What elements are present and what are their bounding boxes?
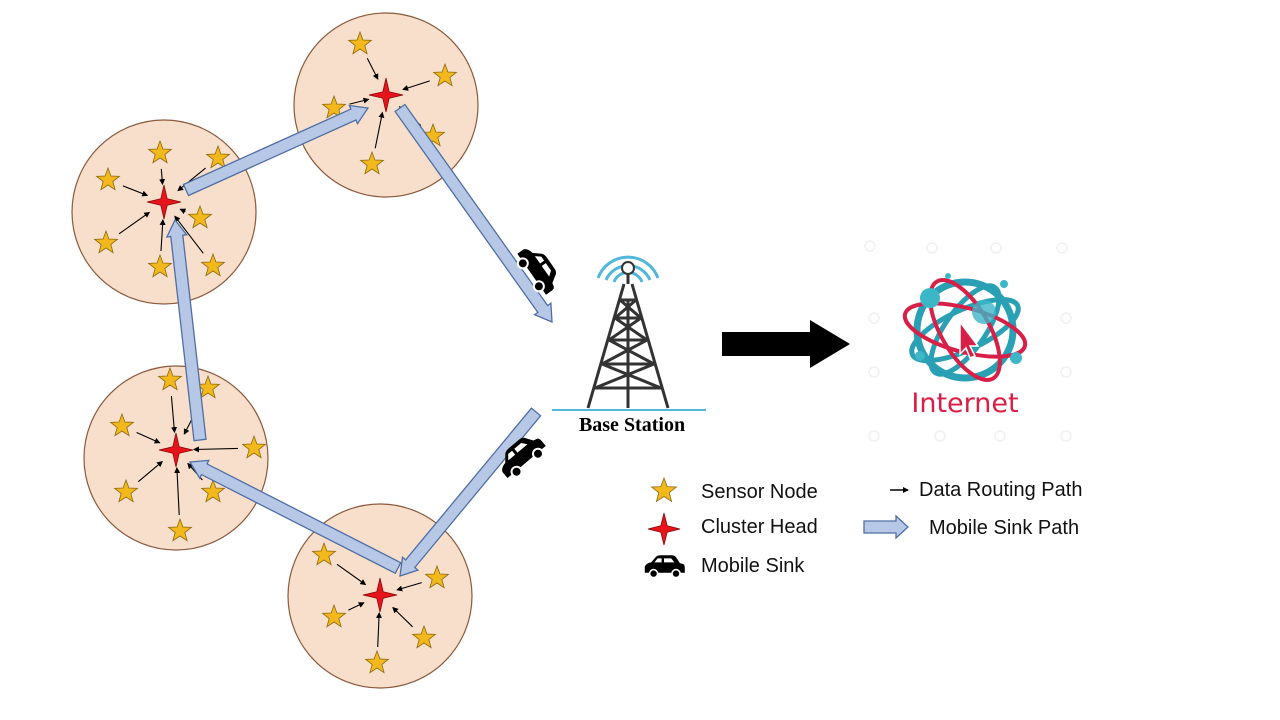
data-routing-arrow (396, 582, 422, 592)
data-routing-arrow (170, 395, 178, 434)
data-routing-arrow (159, 168, 166, 186)
legend-mobile-sink-path-label: Mobile Sink Path (929, 517, 1079, 539)
mobile-sink-path-arrow (399, 407, 542, 577)
sensor-node-star-icon (424, 564, 450, 589)
base-station-label: Base Station (579, 414, 685, 436)
sensor-node-star-icon (200, 478, 226, 503)
sensor-node-star-icon (93, 229, 119, 254)
data-routing-arrow (122, 185, 149, 197)
sensor-node-star-icon (205, 144, 231, 169)
data-routing-arrow (336, 563, 367, 586)
data-routing-arrow (193, 446, 239, 453)
sensor-node-star-icon (200, 252, 226, 277)
sensor-node-star-icon (157, 366, 183, 391)
uplink-arrow (722, 320, 850, 368)
legend-cluster-head-icon (647, 512, 681, 546)
legend-cluster-head-label: Cluster Head (701, 516, 818, 538)
mobile-sink-path-arrow (165, 218, 207, 442)
mobile-sink-car-icon (516, 249, 557, 295)
data-routing-arrows (118, 58, 430, 648)
legend-mobile-sink-label: Mobile Sink (701, 555, 805, 577)
mobile-sink-car-icon (502, 437, 546, 479)
sensor-node-star-icon (167, 517, 193, 542)
sensor-node-star-icon (241, 434, 267, 459)
sensor-node-star-icon (95, 166, 121, 191)
clusters (71, 12, 479, 689)
sensor-node-star-icon (113, 478, 139, 503)
data-routing-arrow (159, 219, 166, 252)
internet-globe-icon (864, 240, 1072, 442)
mobile-sink-path-arrow (188, 459, 402, 575)
sensor-node-star-icon (321, 603, 347, 628)
data-routing-arrow (348, 602, 365, 611)
mobile-sink-path-arrow (394, 103, 553, 324)
data-routing-arrow (374, 111, 385, 149)
sensor-node-star-icon (364, 649, 390, 674)
sensor-node-star-icon (147, 253, 173, 278)
legend-data-routing-path-label: Data Routing Path (919, 479, 1082, 501)
legend-sensor-node-star-icon (650, 476, 678, 503)
sensor-node-star-icon (321, 94, 347, 119)
legend-mobile-sink-car-icon (644, 555, 685, 579)
legend-mobile-sink-path-arrow-icon (863, 514, 909, 540)
cluster-head-icon (368, 77, 404, 113)
sensor-nodes (93, 30, 458, 674)
data-routing-arrow (366, 58, 379, 80)
data-routing-arrow (137, 460, 163, 483)
data-routing-arrow (118, 211, 151, 235)
sensor-node-star-icon (109, 412, 135, 437)
data-routing-arrow (349, 97, 370, 105)
internet-label: Internet (911, 388, 1018, 419)
data-routing-arrow (402, 80, 430, 91)
data-routing-arrow (177, 167, 206, 192)
cluster-head-icon (146, 184, 182, 220)
cluster-head-icon (158, 432, 194, 468)
data-routing-arrow (392, 606, 413, 628)
sensor-node-star-icon (147, 139, 173, 164)
sensor-node-star-icon (347, 30, 373, 55)
legend-sensor-node-label: Sensor Node (701, 481, 818, 503)
data-routing-arrow (179, 208, 187, 215)
sensor-node-star-icon (311, 541, 337, 566)
data-routing-arrow (174, 215, 204, 254)
data-routing-arrow (375, 612, 382, 648)
cluster-head-icon (362, 577, 398, 613)
sensor-node-star-icon (359, 150, 385, 175)
mobile-sink-path-arrow (182, 104, 370, 197)
sensor-node-star-icon (187, 204, 213, 229)
mobile-sink-path (165, 103, 553, 577)
sensor-node-star-icon (432, 62, 458, 87)
data-routing-arrow (136, 431, 161, 444)
legend: Sensor Node Cluster Head Mobile Sink Dat… (644, 476, 1082, 579)
sensor-node-star-icon (411, 624, 437, 649)
base-station-tower-icon (552, 255, 706, 411)
data-routing-arrow (174, 467, 181, 516)
cluster-heads (146, 77, 404, 613)
